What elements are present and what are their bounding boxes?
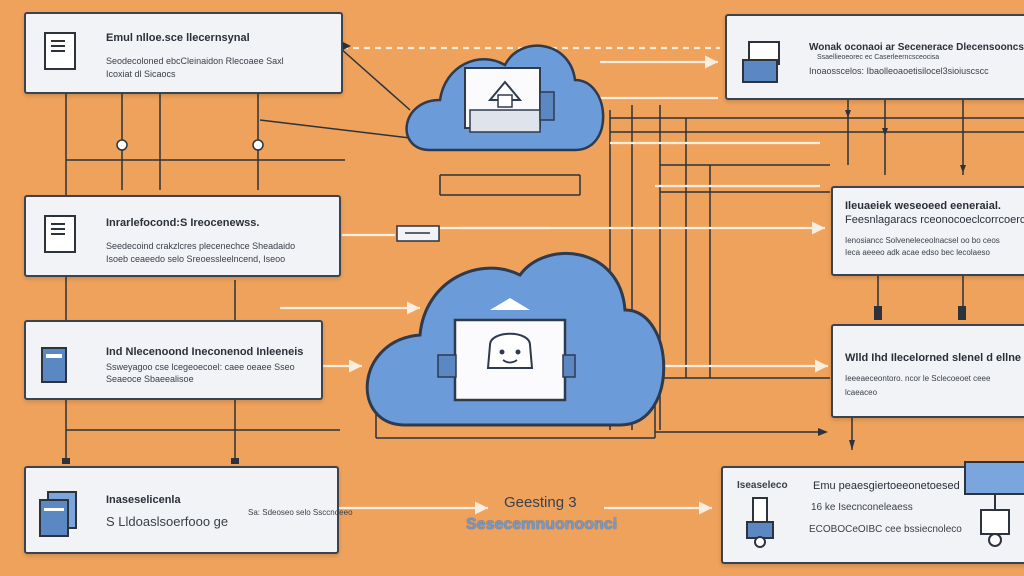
top-cloud-icon [405,44,605,152]
card-text: Seedecoind crakzlcres plecenechce Sheada… [106,241,296,251]
card-text: Seodecoloned ebcCleinaidon Rlecoaee Saxl [106,56,284,66]
card-top-left: Emul nlloe.sce llecernsynal Seodecoloned… [24,12,343,94]
lock-icon [746,497,774,548]
card-label: Iseaseleco [737,480,788,491]
card-text: Ieca aeeeo adk acae edso bec lecolaeso [845,248,990,257]
monitor-icon [742,41,780,83]
server-icon [39,491,77,537]
card-text: Ssaellieoeorec ec Caserleerncsceocisa [817,54,940,61]
card-text: Sa: Sdeoseo selo Ssccnoeeo [248,508,353,517]
center-label-line1: Geesting 3 [504,494,577,511]
card-title: Wlld Ihd Ilecelorned slenel d ellne ossr… [845,352,1024,364]
card-title: Inrarlefocond:S Ireocenewss. [106,217,260,229]
card-text: ECOBOCeOIBC cee bssiecnoleco [809,524,962,535]
card-text: Isoeb ceaeedo selo Sreoessleelncend, Ise… [106,254,286,264]
card-text: 16 ke Isecnconeleaess [811,502,913,513]
card-title: Wonak oconaoi ar Secenerace Dlecensooncs… [809,42,1024,53]
card-text: lcaeaceo [845,388,878,397]
card-title: Ind Nlecenoond Ineconenod Inleeneis [106,346,304,358]
card-text: Icoxiat dl Sicaocs [106,69,176,79]
card-text: Inoaosscelos: Ibaolleoaoetisilocel3sioiu… [809,66,989,76]
card-text: Seaeoce Sbaeealisoe [106,374,194,384]
card-text: Ssweyagoo cse lcegeoecoel: caee oeaee Ss… [106,362,295,372]
card-bottom-right: Iseaseleco Emu peaesgiertoeeonetoesed 16… [721,461,1024,564]
main-cloud-icon [365,252,666,427]
card-text: Ienosiancc Solveneleceolnacsel oo bo ceo… [845,236,1000,245]
card-subtitle: Feesnlagaracs rceonocoeclcorrcoerc [845,214,1024,226]
card-top-right: Wonak oconaoi ar Secenerace Dlecensooncs… [725,14,1024,100]
card-mid-right: Ileuaeiek weseoeed eeneraial. Feesnlagar… [831,186,1024,276]
card-text: S Lldoaslsoerfooo ge [106,514,229,529]
card-lower-right: Wlld Ihd Ilecelorned slenel d ellne ossr… [831,324,1024,418]
server-icon [41,347,67,383]
monitor-icon [964,461,1024,547]
document-icon [44,32,76,70]
card-mid-left: Inrarlefocond:S Ireocenewss. Seedecoind … [24,195,341,277]
card-title: Emu peaesgiertoeeonetoesed [813,480,960,492]
card-text: Ieeeaeceontoro. ncor le Sclecoeoet ceee [845,374,991,383]
card-title: Inaseselicenla [106,494,181,506]
card-lower-left: Ind Nlecenoond Ineconenod Inleeneis Sswe… [24,320,323,400]
card-bottom-left: Inaseselicenla S Lldoaslsoerfooo ge Sa: … [24,466,353,554]
center-label-line2: Sesecemnuonoonci [466,516,618,533]
card-title: Emul nlloe.sce llecernsynal [106,32,250,44]
document-icon [44,215,76,253]
card-title: Ileuaeiek weseoeed eeneraial. [845,200,1001,212]
